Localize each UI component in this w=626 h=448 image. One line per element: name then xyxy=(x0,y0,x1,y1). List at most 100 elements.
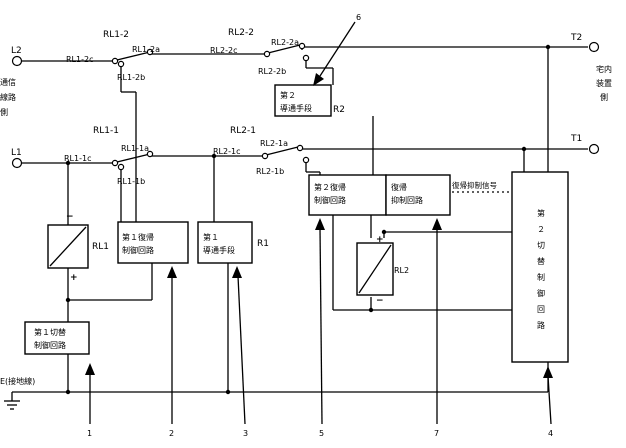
callout-6-label: 6 xyxy=(356,13,361,22)
rl1-coil-slash xyxy=(49,226,87,267)
second-switch-control-char5: 制 xyxy=(537,272,545,282)
second-switch-control-char4: 替 xyxy=(537,256,545,266)
second-switch-control-char3: 切 xyxy=(537,241,545,250)
second-conduction-box xyxy=(274,84,332,117)
label-t1: T1 xyxy=(570,134,582,144)
callout-4-arrow xyxy=(543,366,553,378)
second-recovery-control-line2: 制御回路 xyxy=(314,195,346,205)
terminal-l1 xyxy=(11,157,23,169)
label-rl1-1a: RL1-1a xyxy=(121,144,149,153)
callouts: 1 2 3 5 7 4 6 xyxy=(85,13,553,438)
block-first-conduction: 第１ 導通手段 R1 xyxy=(197,221,269,264)
callout-3-line xyxy=(237,275,246,425)
rl1-polarity-bottom: + xyxy=(70,273,78,283)
recovery-suppress-line1: 復帰 xyxy=(391,182,407,192)
label-e-ground: E(接地線) xyxy=(0,376,35,386)
label-rl1: RL1 xyxy=(92,242,109,252)
first-conduction-line2: 導通手段 xyxy=(203,245,235,255)
label-l1: L1 xyxy=(11,148,22,158)
label-rl2-2c: RL2-2c xyxy=(210,46,237,55)
line-side-3: 側 xyxy=(0,107,8,117)
contact-rl2-2a xyxy=(298,42,306,50)
terminal-t2 xyxy=(588,41,600,53)
relay-coil-rl2: RL2 + − xyxy=(356,235,409,306)
second-recovery-control-box xyxy=(308,174,387,216)
first-conduction-box xyxy=(197,221,253,264)
rl2-coil-slash xyxy=(358,244,392,294)
callout-1-arrow xyxy=(85,363,95,375)
contact-points xyxy=(111,42,310,171)
first-switch-control-box xyxy=(24,321,90,355)
first-recovery-control-line1: 第１復帰 xyxy=(122,232,154,242)
contact-rl1-2c xyxy=(111,57,119,65)
junction-r1 xyxy=(211,153,217,159)
block-second-switch-control: 第 ２ 切 替 制 御 回 路 xyxy=(511,171,569,363)
rl2-polarity-bottom: − xyxy=(376,296,384,306)
line-side-1: 通信 xyxy=(0,77,16,87)
junction-rl2 xyxy=(381,229,387,235)
first-conduction-line1: 第１ xyxy=(203,232,219,242)
recovery-suppress-line2: 抑制回路 xyxy=(391,195,423,205)
junction-t2 xyxy=(545,44,551,50)
block-first-recovery-control: 第１復帰 制御回路 xyxy=(117,221,189,264)
block-recovery-suppress: 復帰 抑制回路 xyxy=(385,174,451,216)
first-recovery-control-box xyxy=(117,221,189,264)
label-r2: R2 xyxy=(333,105,345,115)
second-switch-control-char2: ２ xyxy=(537,225,545,234)
label-rl2-1c: RL2-1c xyxy=(213,147,240,156)
contact-rl1-2b xyxy=(117,60,125,68)
callout-5-line xyxy=(319,227,323,425)
label-rl1-2a: RL1-2a xyxy=(132,45,160,54)
contact-rl1-2a xyxy=(146,48,154,56)
contact-rl2-2c xyxy=(263,50,271,58)
contact-rl1-1a xyxy=(146,150,154,158)
label-rl2-2b: RL2-2b xyxy=(258,67,286,76)
label-rl2-1a: RL2-1a xyxy=(260,139,288,148)
second-switch-control-char1: 第 xyxy=(537,208,545,218)
switch-rl1-2-arm xyxy=(116,51,151,61)
contact-labels: RL1-2 RL1-2c RL1-2a RL1-2b RL2-2 RL2-2c … xyxy=(64,28,299,186)
contact-rl2-1c xyxy=(261,152,269,160)
wiring xyxy=(4,44,588,410)
recovery-suppress-signal: 復帰抑制信号 xyxy=(452,180,497,190)
callout-6-arrow xyxy=(313,73,324,86)
terminal-t1 xyxy=(588,143,600,155)
junction-ground-1 xyxy=(65,389,71,395)
junction-rl2-bottom xyxy=(368,307,374,313)
contact-rl2-1b xyxy=(302,156,310,164)
label-rl1-2: RL1-2 xyxy=(103,30,129,40)
contact-rl1-1b xyxy=(117,163,125,171)
callout-1-label: 1 xyxy=(87,429,92,438)
junction-rl1-bottom xyxy=(65,297,71,303)
label-rl2-1b: RL2-1b xyxy=(256,167,284,176)
first-switch-control-line1: 第１切替 xyxy=(34,327,66,337)
block-first-switch-control: 第１切替 制御回路 xyxy=(24,321,90,355)
label-r1: R1 xyxy=(257,239,269,249)
block-second-conduction: 第２ 導通手段 R2 xyxy=(274,84,345,117)
house-side-2: 装置 xyxy=(596,78,612,88)
label-rl2-1: RL2-1 xyxy=(230,126,256,136)
label-t2: T2 xyxy=(570,33,582,43)
contact-rl1-1c xyxy=(111,159,119,167)
house-side-3: 側 xyxy=(600,92,608,102)
second-conduction-line1: 第２ xyxy=(280,90,296,100)
second-switch-control-char7: 回 xyxy=(537,305,545,314)
second-switch-control-char6: 御 xyxy=(537,288,545,298)
contact-rl2-1a xyxy=(296,144,304,152)
terminal-l2 xyxy=(11,55,23,67)
second-conduction-line2: 導通手段 xyxy=(280,103,312,113)
first-switch-control-line2: 制御回路 xyxy=(34,340,66,350)
second-switch-control-box xyxy=(511,171,569,363)
second-switch-control-char8: 路 xyxy=(537,320,545,330)
callout-4-line xyxy=(547,375,552,425)
callout-5-arrow xyxy=(315,218,325,230)
rl1-polarity-top: − xyxy=(66,212,74,222)
recovery-suppress-box xyxy=(385,174,451,216)
rl2-polarity-top: + xyxy=(376,235,384,245)
house-side-1: 宅内 xyxy=(596,64,612,74)
label-rl1-1b: RL1-1b xyxy=(117,177,145,186)
label-rl1-1: RL1-1 xyxy=(93,126,119,136)
junction-ground-2 xyxy=(225,389,231,395)
callout-7-arrow xyxy=(432,218,442,230)
terminals: L2 L1 T2 T1 E(接地線) 通信 線路 側 宅内 装置 側 xyxy=(0,33,612,386)
